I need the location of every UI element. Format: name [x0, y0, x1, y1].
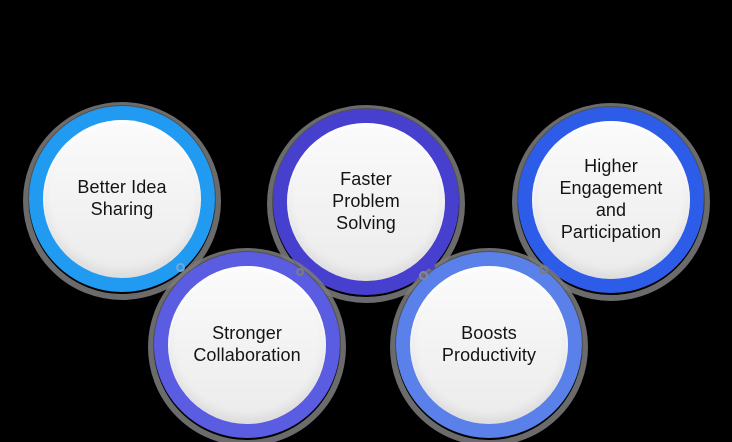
circle-face: Boosts Productivity [410, 266, 568, 424]
doodle-ring-accent [296, 268, 304, 276]
doodle-dot-accent [429, 264, 435, 270]
colored-ring: Boosts Productivity [396, 252, 582, 438]
benefit-label: Faster Problem Solving [332, 169, 400, 233]
doodle-ring-accent [419, 271, 428, 280]
benefit-label: Boosts Productivity [441, 323, 537, 365]
doodle-dot-accent [549, 259, 553, 263]
colored-ring: Faster Problem Solving [273, 109, 459, 295]
benefit-label: Higher Engagement and Participation [559, 156, 663, 242]
sketch-ring [148, 248, 346, 442]
circle-face: Higher Engagement and Participation [532, 121, 690, 279]
colored-ring: Better Idea Sharing [29, 106, 215, 292]
colored-ring: Stronger Collaboration [154, 252, 340, 438]
benefit-circle-stronger-collaboration: Stronger Collaboration [148, 248, 346, 442]
circle-face: Better Idea Sharing [43, 120, 201, 278]
circle-face: Stronger Collaboration [168, 266, 326, 424]
benefit-label: Better Idea Sharing [77, 177, 167, 219]
circle-face: Faster Problem Solving [287, 123, 445, 281]
sketch-ring [390, 248, 588, 442]
sketch-ring [267, 105, 465, 303]
doodle-ring-accent [176, 263, 185, 272]
benefit-circle-faster-problem-solving: Faster Problem Solving [267, 105, 465, 303]
sketch-ring [512, 103, 710, 301]
benefit-circle-better-idea-sharing: Better Idea Sharing [23, 102, 221, 300]
benefit-label: Stronger Collaboration [193, 323, 301, 365]
sketch-ring [23, 102, 221, 300]
doodle-ring-accent [539, 265, 548, 274]
benefit-circle-boosts-productivity: Boosts Productivity [390, 248, 588, 442]
